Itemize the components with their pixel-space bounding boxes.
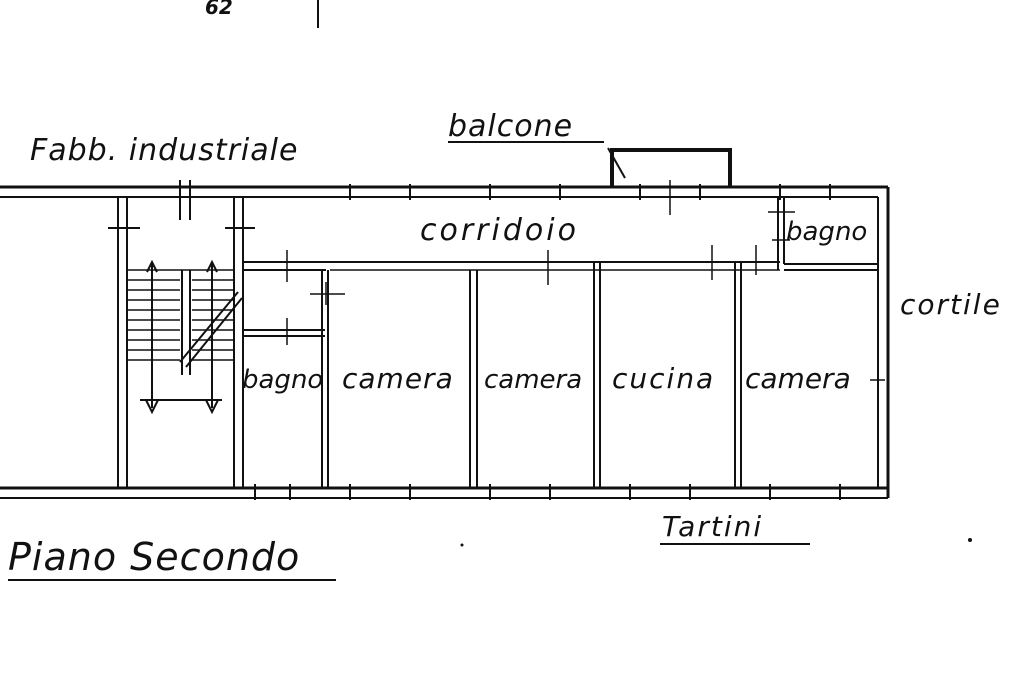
label-piano-secondo: Piano Secondo: [8, 535, 300, 579]
label-camera-3: camera: [745, 362, 851, 395]
label-cucina: cucina: [612, 362, 715, 395]
window-marks: [179, 180, 841, 500]
label-bagno-left: bagno: [242, 365, 323, 395]
stray-dot: [460, 543, 464, 547]
street-name: Tartini: [662, 510, 763, 543]
interior-walls: [243, 197, 878, 488]
top-mark: 62: [205, 0, 233, 19]
label-balcone: balcone: [448, 109, 573, 144]
label-camera-1: camera: [342, 362, 454, 395]
label-corridoio: corridoio: [420, 213, 579, 248]
stray-dot: [968, 538, 972, 542]
label-camera-2: camera: [484, 365, 582, 395]
door-marks: [286, 180, 885, 381]
label-bagno-top: bagno: [786, 217, 867, 247]
staircase: [108, 197, 255, 488]
balcony: [607, 147, 732, 187]
label-fabbricato-industriale: Fabb. industriale: [30, 133, 298, 168]
label-cortile: cortile: [900, 288, 1002, 321]
